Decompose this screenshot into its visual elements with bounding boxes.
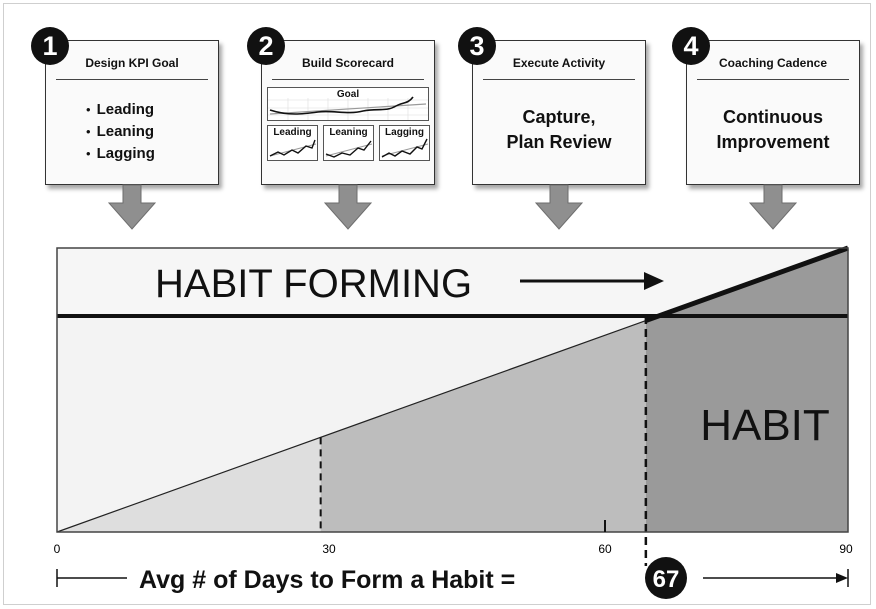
step-card-build-scorecard: Build Scorecard Goal Leading: [261, 40, 435, 185]
step-title: Design KPI Goal: [56, 55, 208, 80]
step-body: Continuous Improvement: [693, 105, 853, 155]
step-body: Capture, Plan Review: [479, 105, 639, 155]
leaning-mini-chart: Leaning: [323, 125, 374, 161]
lagging-trend-graphic: [381, 138, 429, 158]
step-title: Coaching Cadence: [697, 55, 849, 80]
progress-wedge-30-67: [320, 320, 646, 532]
lagging-chart-label: Lagging: [385, 127, 424, 138]
habit-growth-line-bold: [645, 245, 849, 323]
habit-label: HABIT: [700, 401, 830, 450]
step-body-line: Capture,: [522, 107, 596, 127]
leading-chart-label: Leading: [273, 127, 312, 138]
step-number-badge: 1: [31, 27, 69, 65]
avg-days-badge: [645, 557, 687, 599]
goal-mini-chart: Goal: [267, 87, 429, 121]
leading-mini-chart: Leading: [267, 125, 318, 161]
outer-frame: [3, 3, 871, 605]
diagram-frame: [56, 247, 849, 533]
step-title: Build Scorecard: [272, 55, 424, 80]
bullet-lagging: Lagging: [86, 143, 155, 165]
avg-days-value: 67: [653, 566, 680, 593]
step-card-execute-activity: Execute Activity Capture, Plan Review: [472, 40, 646, 185]
step-number-badge: 2: [247, 27, 285, 65]
step-card-coaching-cadence: Coaching Cadence Continuous Improvement: [686, 40, 860, 185]
lagging-mini-chart: Lagging: [379, 125, 430, 161]
footer-right-bracket-arrow: [703, 569, 849, 587]
leaning-chart-label: Leaning: [329, 127, 368, 138]
axis-tick-label: 0: [54, 542, 61, 556]
axis-tick-label: 60: [598, 542, 612, 556]
habit-growth-line: [56, 320, 647, 533]
kpi-bullet-list: Leading Leaning Lagging: [86, 99, 155, 165]
habit-forming-label: HABIT FORMING: [155, 262, 472, 306]
axis-tick-label: 30: [322, 542, 336, 556]
bullet-leading: Leading: [86, 99, 155, 121]
step-body-line: Improvement: [716, 132, 830, 152]
habit-region: [645, 248, 848, 532]
step-body-line: Continuous: [723, 107, 823, 127]
goal-trend-graphic: [268, 96, 428, 120]
habit-forming-arrow: [520, 272, 664, 290]
axis-tick-label: 90: [839, 542, 853, 556]
leading-trend-graphic: [269, 139, 317, 157]
scorecard-graphic: Goal Leading Leaning Lagging: [267, 87, 430, 161]
step-number-badge: 3: [458, 27, 496, 65]
footer-left-bracket-arrow: [56, 569, 127, 587]
goal-chart-label: Goal: [336, 89, 360, 100]
leaning-trend-graphic: [325, 140, 373, 158]
step-body-line: Plan Review: [506, 132, 612, 152]
step-number-badge: 4: [672, 27, 710, 65]
avg-days-label: Avg # of Days to Form a Habit =: [139, 566, 515, 594]
bullet-leaning: Leaning: [86, 121, 155, 143]
step-title: Execute Activity: [483, 55, 635, 80]
